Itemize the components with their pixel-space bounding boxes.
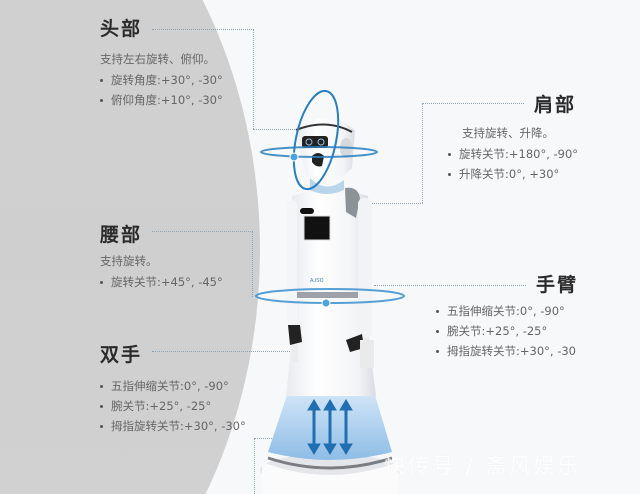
shoulder-spec-item: 升降关节:0°, +30° bbox=[448, 164, 598, 184]
base-connector-line-vertical bbox=[254, 438, 255, 494]
head-section: 头部 支持左右旋转、俯仰。 旋转角度:+30°, -30° 俯仰角度:+10°,… bbox=[100, 14, 223, 110]
waist-section: 腰部 支持旋转。 旋转关节:+45°, -45° bbox=[100, 220, 223, 292]
svg-text:A.ISO: A.ISO bbox=[310, 278, 324, 284]
arm-section: 手臂 五指伸缩关节:0°, -90° 腕关节:+25°, -25° 拇指旋转关节… bbox=[436, 270, 578, 361]
shoulder-connector-line-bottom bbox=[368, 203, 423, 204]
waist-description: 支持旋转。 bbox=[100, 254, 158, 268]
shoulder-connector-line-vertical bbox=[422, 103, 423, 203]
waist-spec-item: 旋转关节:+45°, -45° bbox=[100, 272, 223, 292]
head-spec-list: 旋转角度:+30°, -30° 俯仰角度:+10°, -30° bbox=[100, 70, 223, 110]
shoulder-connector-line bbox=[422, 103, 524, 104]
head-spec-item: 俯仰角度:+10°, -30° bbox=[100, 90, 223, 110]
hands-spec-list: 五指伸缩关节:0°, -90° 腕关节:+25°, -25° 拇指旋转关节:+3… bbox=[100, 376, 246, 436]
watermark: 快传号 / 斋风娱乐 bbox=[384, 454, 582, 478]
arm-connector-line bbox=[374, 285, 526, 286]
hands-connector-line bbox=[152, 351, 294, 352]
head-connector-line-bottom bbox=[253, 129, 299, 130]
shoulder-spec-item: 旋转关节:+180°, -90° bbox=[448, 144, 598, 164]
hands-spec-item: 腕关节:+25°, -25° bbox=[100, 396, 246, 416]
hands-spec-item: 拇指旋转关节:+30°, -30° bbox=[100, 416, 246, 436]
shoulder-spec-list: 旋转关节:+180°, -90° 升降关节:0°, +30° bbox=[448, 144, 598, 184]
shoulder-section: 肩部 支持旋转、升降。 旋转关节:+180°, -90° 升降关节:0°, +3… bbox=[448, 90, 598, 184]
waist-connector-line-vertical bbox=[252, 231, 253, 297]
head-spec-item: 旋转角度:+30°, -30° bbox=[100, 70, 223, 90]
hands-spec-item: 五指伸缩关节:0°, -90° bbox=[100, 376, 246, 396]
hands-title: 双手 bbox=[100, 344, 143, 366]
waist-connector-line bbox=[152, 231, 253, 232]
base-connector-line bbox=[254, 438, 304, 439]
head-title: 头部 bbox=[100, 18, 143, 40]
head-description: 支持左右旋转、俯仰。 bbox=[100, 52, 215, 66]
waist-spec-list: 旋转关节:+45°, -45° bbox=[100, 272, 223, 292]
arm-spec-list: 五指伸缩关节:0°, -90° 腕关节:+25°, -25° 拇指旋转关节:+3… bbox=[436, 301, 578, 361]
grey-background-arc bbox=[0, 0, 260, 494]
head-connector-line-vertical bbox=[253, 29, 254, 129]
arm-spec-item: 腕关节:+25°, -25° bbox=[436, 321, 578, 341]
head-connector-line bbox=[152, 29, 254, 30]
shoulder-description: 支持旋转、升降。 bbox=[462, 126, 554, 140]
arm-title: 手臂 bbox=[536, 274, 579, 296]
shoulder-title: 肩部 bbox=[534, 94, 577, 116]
hands-section: 双手 五指伸缩关节:0°, -90° 腕关节:+25°, -25° 拇指旋转关节… bbox=[100, 340, 246, 436]
waist-title: 腰部 bbox=[100, 224, 143, 246]
arm-spec-item: 五指伸缩关节:0°, -90° bbox=[436, 301, 578, 321]
arm-spec-item: 拇指旋转关节:+30°, -30 bbox=[436, 341, 578, 361]
